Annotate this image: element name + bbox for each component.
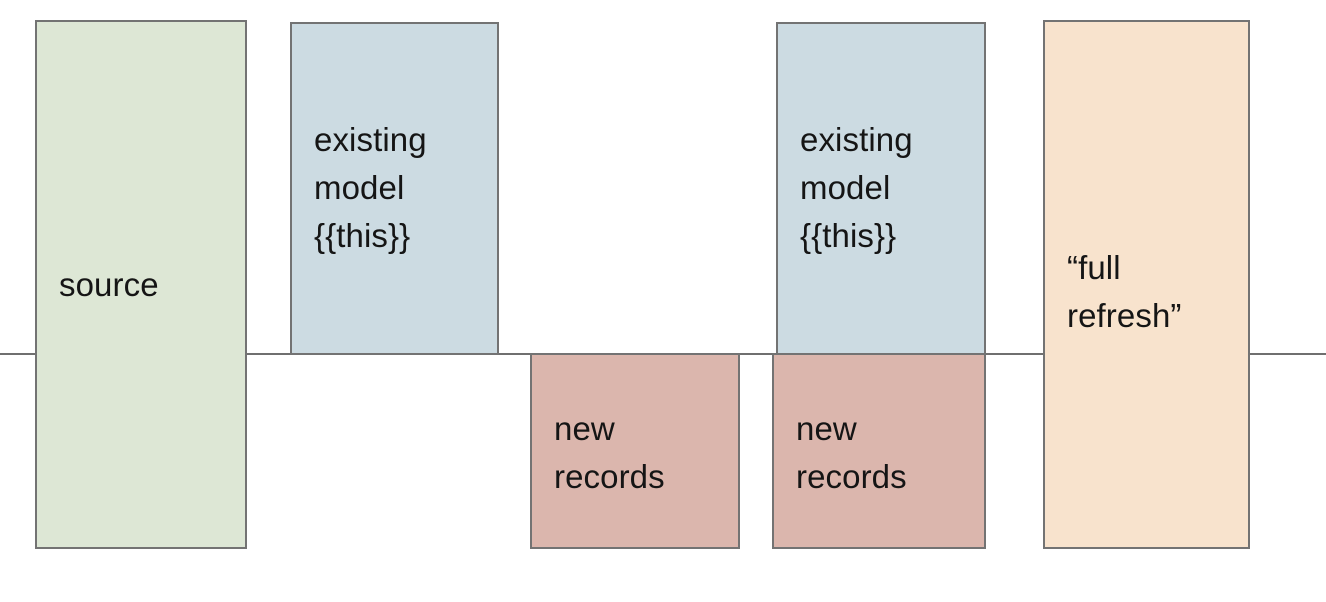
existing-model-box-1-label: existing model {{this}} (314, 121, 427, 255)
new-records-box-2-label: new records (796, 410, 907, 496)
new-records-box-1-label: new records (554, 410, 665, 496)
existing-model-box-2[interactable]: existing model {{this}} (776, 22, 986, 355)
new-records-box-1[interactable]: new records (530, 353, 740, 549)
new-records-box-2[interactable]: new records (772, 353, 986, 549)
full-refresh-box-label: “full refresh” (1067, 249, 1182, 335)
source-box-label: source (59, 265, 159, 303)
existing-model-box-2-label: existing model {{this}} (800, 121, 913, 255)
existing-model-box-1[interactable]: existing model {{this}} (290, 22, 499, 355)
full-refresh-box[interactable]: “full refresh” (1043, 20, 1250, 549)
source-box[interactable]: source (35, 20, 247, 549)
